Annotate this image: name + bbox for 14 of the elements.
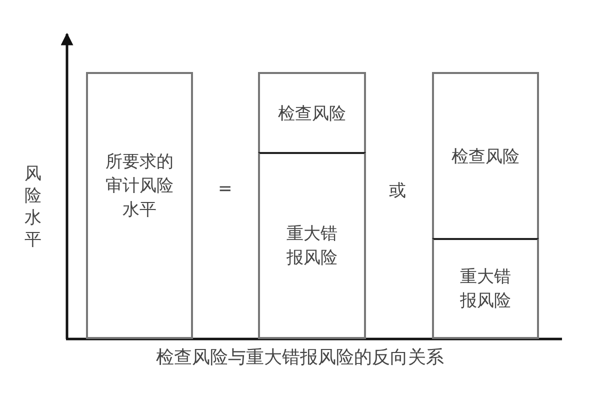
caption: 检查风险与重大错报风险的反向关系 <box>156 347 444 369</box>
or-label: 或 <box>389 180 406 202</box>
axis-label: 风险水平 <box>24 163 42 251</box>
equals-sign: = <box>218 178 232 200</box>
box-label: 重大错报风险 <box>286 222 338 270</box>
bar-segment <box>432 72 539 239</box>
bar-box <box>86 72 193 339</box>
bar-segment <box>258 72 366 153</box>
bar-segment <box>432 238 539 339</box>
box-label: 检查风险 <box>278 102 346 126</box>
box-label: 重大错报风险 <box>459 266 512 312</box>
bar-segment <box>258 152 366 339</box>
box-label: 检查风险 <box>452 146 520 168</box>
box-label: 所要求的审计风险水平 <box>104 150 174 222</box>
